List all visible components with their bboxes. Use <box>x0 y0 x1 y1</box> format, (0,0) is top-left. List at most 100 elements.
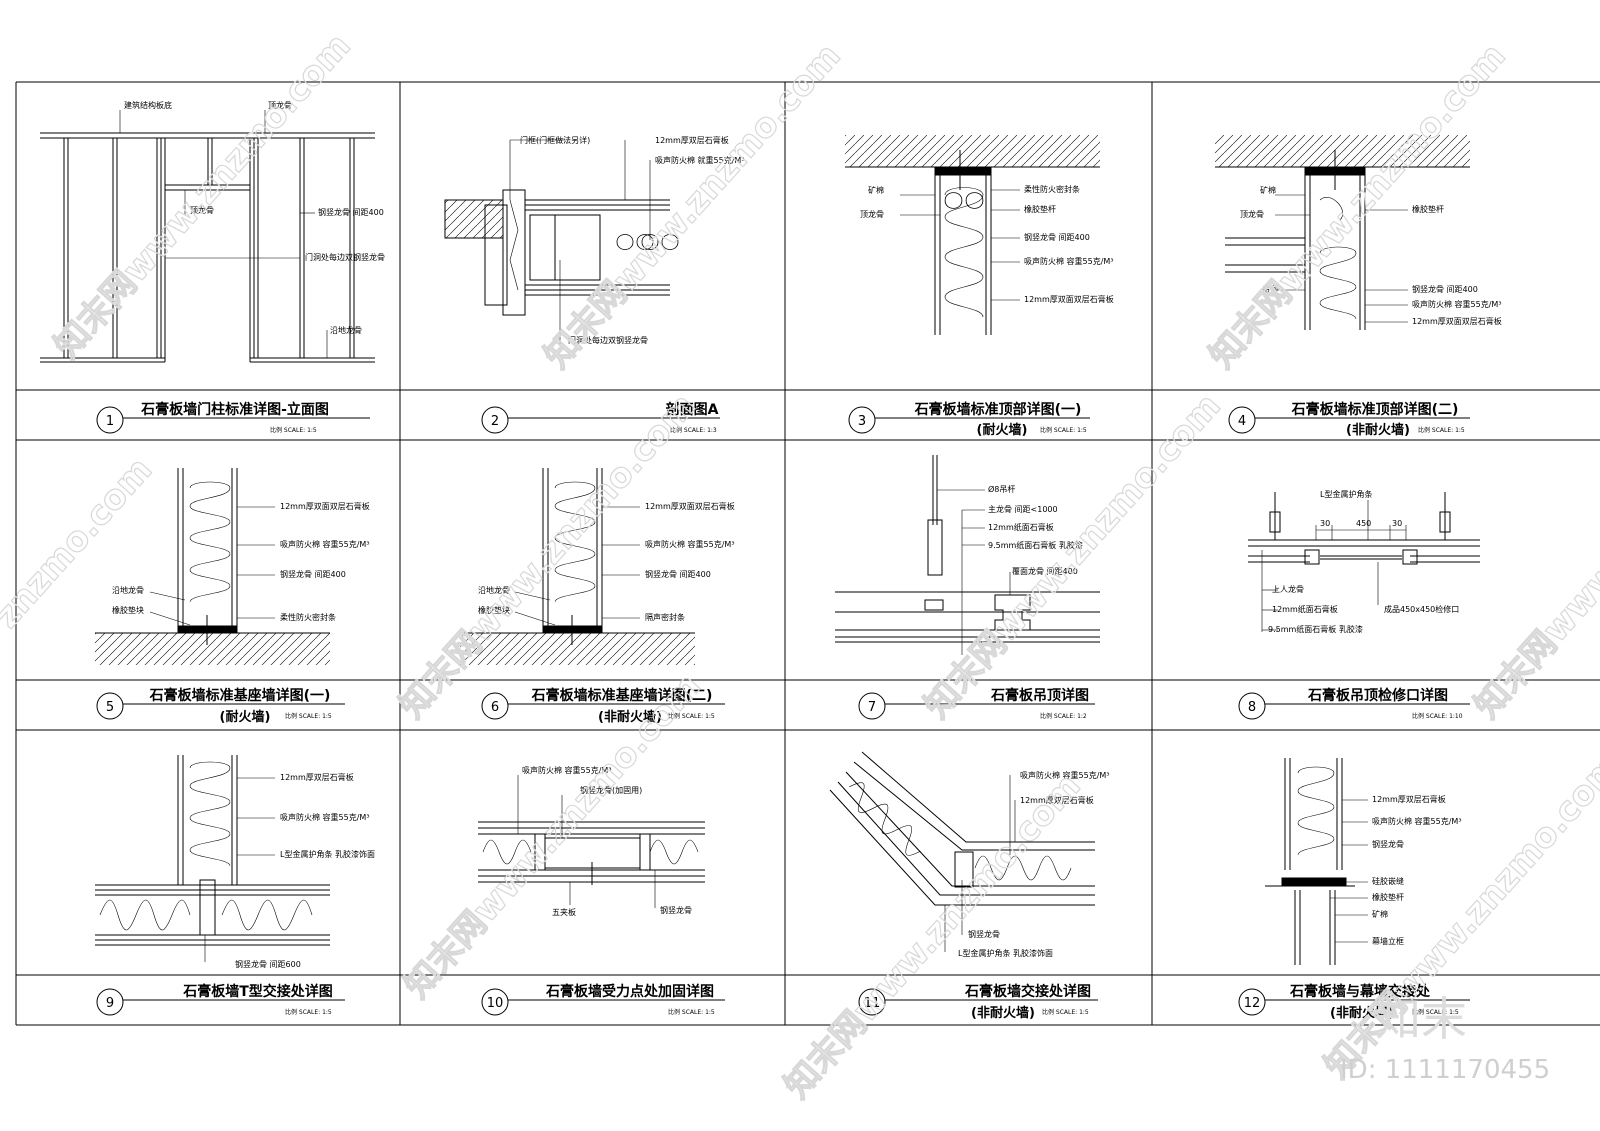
panel-number: 12 <box>1244 996 1261 1011</box>
panel-scale: 比例 SCALE: 1:5 <box>1042 1008 1089 1016</box>
panel-scale: 比例 SCALE: 1:5 <box>1412 1008 1459 1016</box>
panel-10-drawing <box>478 775 705 908</box>
label: 橡胶垫块 <box>478 605 510 615</box>
label: 钢竖龙骨 <box>968 929 1000 939</box>
panel-title: 剖面图A <box>666 401 719 418</box>
label: 12mm厚双层石膏板 <box>1020 795 1094 805</box>
label: 钢竖龙骨(加固用) <box>580 785 642 795</box>
panel-subtitle: (耐火墙) <box>220 709 271 725</box>
panel-title: 石膏板墙与幕墙交接处 <box>1289 983 1431 1000</box>
label: 顶龙骨 <box>268 100 292 110</box>
panel-number-circle <box>96 406 124 434</box>
image-id: ID: 1111170455 <box>1340 1055 1550 1085</box>
panel-4-drawing <box>1215 135 1470 330</box>
panel-scale: 比例 SCALE: 1:5 <box>1040 426 1087 434</box>
brand-logo: 知末 <box>1375 992 1467 1046</box>
label: 12mm厚双面双层石膏板 <box>1024 294 1114 304</box>
label: L型金属护角条 乳胶漆饰面 <box>958 948 1053 958</box>
watermark-text: 知末网www.znzmo.com <box>537 36 849 376</box>
label: 吸声防火棉 容重55克/M³ <box>1020 770 1110 780</box>
panel-number: 4 <box>1238 414 1246 429</box>
panel-8-drawing <box>1248 492 1480 632</box>
label: 吸声防火棉 容重55克/M³ <box>280 539 370 549</box>
label: 吸声防火棉 容重55克/M³ <box>1412 299 1502 309</box>
panel-11-labels: 吸声防火棉 容重55克/M³ 12mm厚双层石膏板 钢竖龙骨 L型金属护角条 乳… <box>958 770 1110 958</box>
panel-12-drawing <box>1265 758 1368 965</box>
sheet-frame <box>15 81 1600 1026</box>
panel-scale: 比例 SCALE: 1:5 <box>285 1008 332 1016</box>
panel-number: 8 <box>1248 700 1256 715</box>
label: 吸声防火棉 容重55克/M³ <box>280 812 370 822</box>
panel-3-labels: 矿棉 柔性防火密封条 顶龙骨 橡胶垫杆 钢竖龙骨 间距400 吸声防火棉 容重5… <box>860 184 1114 304</box>
label: Ø8吊杆 <box>988 484 1015 494</box>
label: 幕墙立框 <box>1372 936 1404 946</box>
label: 柔性防火密封条 <box>1024 184 1080 194</box>
panel-4-labels: 矿棉 顶龙骨 橡胶垫杆 吊顶 钢竖龙骨 间距400 吸声防火棉 容重55克/M³… <box>1240 185 1502 326</box>
watermarks: 知末网www.znzmo.com 知末网www.znzmo.com 知末网www… <box>0 25 1600 1106</box>
panel-number: 2 <box>491 414 499 429</box>
panel-scale: 比例 SCALE: 1:5 <box>668 1008 715 1016</box>
label: 沿地龙骨 <box>478 585 510 595</box>
label: 钢竖龙骨 间距400 <box>1024 232 1090 242</box>
label: 顶龙骨 <box>1240 209 1264 219</box>
panel-title: 石膏板墙受力点处加固详图 <box>545 983 714 1000</box>
label: 吸声防火棉 容重55克/M³ <box>1024 256 1114 266</box>
label: 12mm纸面石膏板 <box>1272 604 1338 614</box>
panel-subtitle: (非耐火墙) <box>1330 1005 1394 1021</box>
label: 门框(门框做法另详) <box>520 135 590 145</box>
label: 钢竖龙骨 间距400 <box>318 207 384 217</box>
panel-scale: 比例 SCALE: 1:3 <box>670 426 717 434</box>
label: 9.5mm纸面石膏板 乳胶漆 <box>988 540 1083 550</box>
panel-8-labels: L型金属护角条 30 450 30 上人龙骨 12mm纸面石膏板 成品450x4… <box>1268 489 1459 634</box>
panel-title: 石膏板墙标准基座墙详图(一) <box>149 687 331 704</box>
panel-5-drawing <box>95 468 330 665</box>
label: 12mm厚双面双层石膏板 <box>1412 316 1502 326</box>
label: L型金属护角条 <box>1320 489 1372 499</box>
panel-title: 石膏板吊顶详图 <box>990 687 1089 704</box>
label: 钢竖龙骨 <box>660 905 692 915</box>
panel-number: 9 <box>106 996 114 1011</box>
panel-3-drawing <box>845 135 1100 335</box>
panel-number: 10 <box>487 996 504 1011</box>
panel-9-drawing <box>95 755 330 962</box>
panel-12-labels: 12mm厚双层石膏板 吸声防火棉 容重55克/M³ 钢竖龙骨 硅胶嵌缝 橡胶垫杆… <box>1372 794 1462 946</box>
panel-1-labels: 建筑结构板底 顶龙骨 顶龙骨 钢竖龙骨 间距400 门洞处每边双钢竖龙骨 沿地龙… <box>124 100 385 335</box>
watermark-text: 知末网www.znzmo.com <box>917 386 1229 726</box>
panel-number: 1 <box>106 414 114 429</box>
panel-scale: 比例 SCALE: 1:5 <box>668 712 715 720</box>
panel-subtitle: (非耐火墙) <box>598 709 662 725</box>
panel-9-labels: 12mm厚双层石膏板 吸声防火棉 容重55克/M³ L型金属护角条 乳胶漆饰面 … <box>235 772 375 969</box>
label: 钢竖龙骨 间距400 <box>280 569 346 579</box>
label: 钢竖龙骨 间距400 <box>645 569 711 579</box>
panel-2-drawing <box>444 139 679 345</box>
label: 柔性防火密封条 <box>280 612 336 622</box>
panel-subtitle: (耐火墙) <box>977 422 1028 438</box>
panel-number: 6 <box>491 700 499 715</box>
panel-5-labels: 12mm厚双面双层石膏板 吸声防火棉 容重55克/M³ 钢竖龙骨 间距400 沿… <box>112 501 370 622</box>
panel-number: 5 <box>106 700 114 715</box>
label: 硅胶嵌缝 <box>1372 876 1404 886</box>
label: 成品450x450检修口 <box>1384 604 1459 614</box>
panel-title: 石膏板墙标准顶部详图(二) <box>1291 401 1459 418</box>
panel-number: 3 <box>858 414 866 429</box>
panel-7-labels: Ø8吊杆 主龙骨 间距<1000 12mm纸面石膏板 9.5mm纸面石膏板 乳胶… <box>988 484 1083 576</box>
panel-6-drawing <box>460 468 695 665</box>
panel-title: 石膏板墙T型交接处详图 <box>182 983 333 1000</box>
panel-7-drawing <box>835 455 1100 655</box>
label: 橡胶垫杆 <box>1372 892 1404 902</box>
watermark-text: 知末网www.znzmo.com <box>47 26 359 366</box>
panel-title: 石膏板墙标准顶部详图(一) <box>914 401 1082 418</box>
panel-scale: 比例 SCALE: 1:5 <box>285 712 332 720</box>
panel-scale: 比例 SCALE: 1:5 <box>270 426 317 434</box>
label: 吸声防火棉 容重55克/M³ <box>1372 816 1462 826</box>
label: 顶龙骨 <box>190 205 214 215</box>
panel-title: 石膏板吊顶检修口详图 <box>1307 687 1448 704</box>
label: 建筑结构板底 <box>124 100 172 110</box>
watermark-text: 知末网www.znzmo.com <box>777 766 1089 1106</box>
label: 橡胶垫杆 <box>1412 204 1444 214</box>
panel-subtitle: (非耐火墙) <box>971 1005 1035 1021</box>
panel-title: 石膏板墙标准基座墙详图(二) <box>531 687 713 704</box>
label: 钢竖龙骨 间距400 <box>1412 284 1478 294</box>
watermark-text: 知末网www.znzmo.com <box>397 666 709 1006</box>
